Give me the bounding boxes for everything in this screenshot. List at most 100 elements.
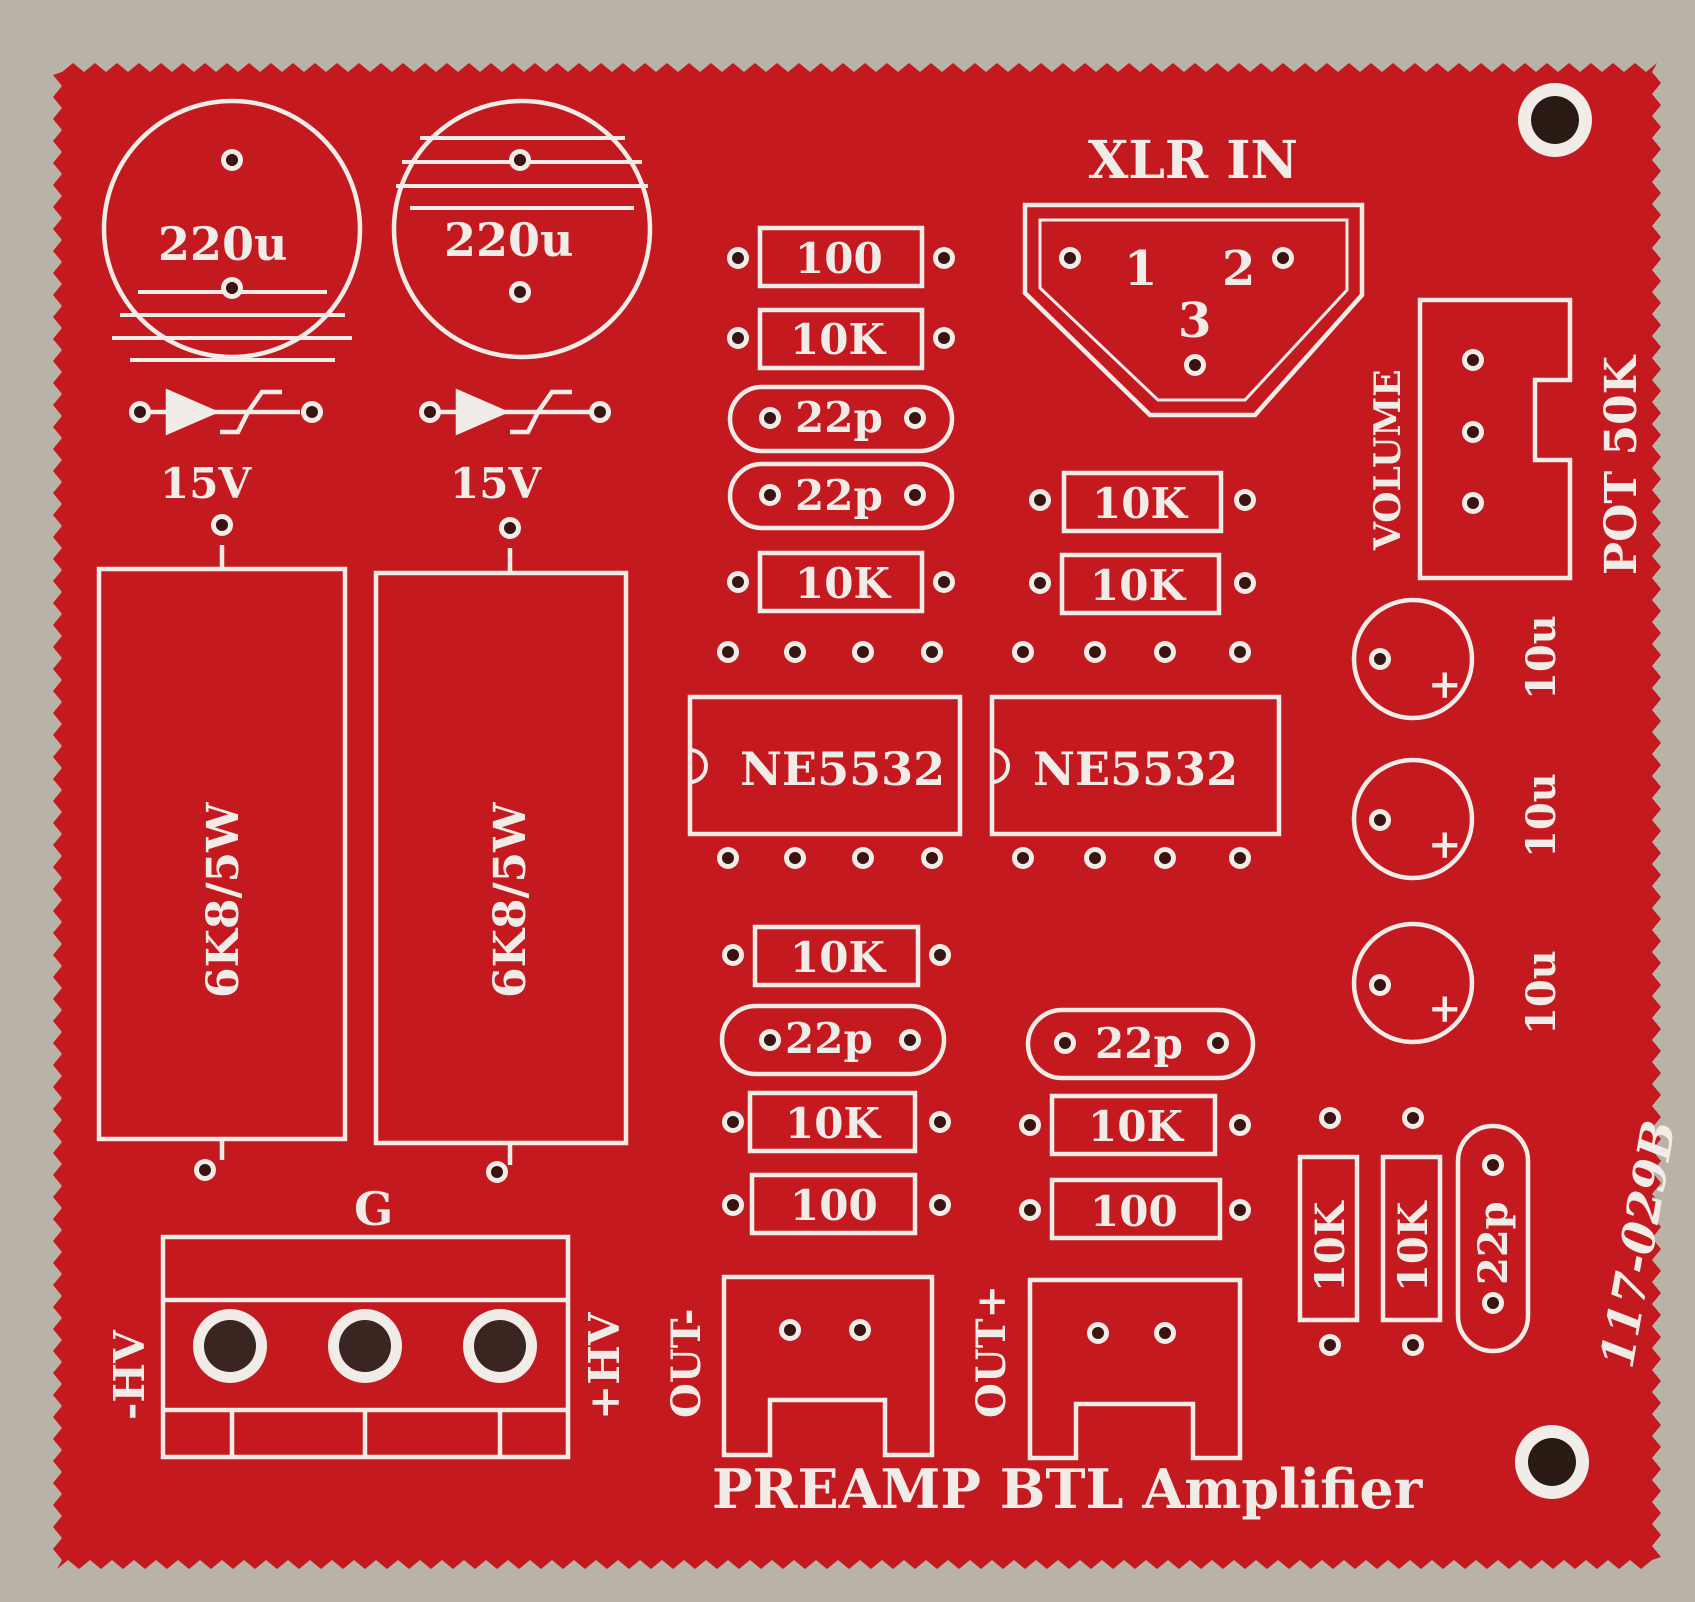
- res-10k-mid-right-2-label: 10K: [1090, 561, 1186, 610]
- zener-right-label: 15V: [450, 459, 542, 508]
- drill-hole: [1487, 1297, 1499, 1309]
- res-10k-lower-left-1-label: 10K: [790, 933, 886, 982]
- drill-hole: [216, 519, 228, 531]
- ic-left-outline: [687, 694, 963, 837]
- cap-22p-lower-left-label: 22p: [785, 1014, 873, 1063]
- drill-hole: [909, 412, 921, 424]
- drill-hole: [727, 949, 739, 961]
- cap-22p-top-1-outline: [727, 384, 955, 454]
- plus-sign-3: +: [1428, 985, 1462, 1032]
- drill-hole: [764, 412, 776, 424]
- cap-10u-3-label: 10u: [1518, 950, 1565, 1035]
- drill-hole: [764, 489, 776, 501]
- drill-hole: [1034, 577, 1046, 589]
- ic-right-label: NE5532: [1033, 742, 1238, 796]
- out-minus-connector: [721, 1274, 935, 1458]
- out-plus-connector: [1027, 1277, 1243, 1461]
- drill-hole: [784, 1324, 796, 1336]
- ground-label: G: [354, 1182, 393, 1236]
- drill-hole: [1234, 1119, 1246, 1131]
- drill-hole: [1234, 1204, 1246, 1216]
- pcb-board: [53, 63, 1661, 1569]
- xlr-pin-3: 3: [1178, 293, 1211, 349]
- power-resistor-right-label: 6K8/5W: [485, 802, 536, 998]
- drill-hole: [926, 852, 938, 864]
- drill-hole: [1239, 494, 1251, 506]
- drill-hole: [1017, 852, 1029, 864]
- cap-22p-vert-outline: [1455, 1123, 1531, 1354]
- xlr-pin-2: 2: [1222, 241, 1255, 297]
- drill-hole: [1212, 1037, 1224, 1049]
- drill-hole: [1159, 1327, 1171, 1339]
- drill-hole: [727, 1116, 739, 1128]
- cap-22p-top-2-outline: [727, 461, 955, 531]
- drill-hole: [1024, 1204, 1036, 1216]
- power-resistor-left-label: 6K8/5W: [198, 802, 249, 998]
- drill-hole: [926, 646, 938, 658]
- ic-right-outline: [989, 694, 1282, 837]
- cap-220u-left-label: 220u: [158, 217, 287, 271]
- res-10k-top-1-label: 10K: [790, 315, 886, 364]
- zener-left-label: 15V: [160, 459, 252, 508]
- xlr-footprint: [1022, 202, 1365, 418]
- res-100-lower-right-outline: [1049, 1177, 1223, 1241]
- cap-10u-1-outline: [1351, 597, 1475, 721]
- drill-hole: [1089, 852, 1101, 864]
- cap-22p-lower-left-outline: [719, 1003, 947, 1077]
- drill-hole: [1024, 1119, 1036, 1131]
- drill-hole: [226, 154, 238, 166]
- res-100-lower-left-outline: [749, 1172, 918, 1236]
- pot-footprint: [1417, 297, 1573, 581]
- zener-left-symbol: [130, 388, 300, 436]
- silkscreen: [96, 98, 1573, 1461]
- res-10k-top-1-outline: [757, 307, 925, 371]
- power-resistor-right-outline: [373, 570, 629, 1146]
- drill-hole: [732, 576, 744, 588]
- res-100-top-outline: [757, 225, 925, 289]
- pot-label: POT 50K: [1596, 354, 1647, 575]
- cap-22p-top-1-label: 22p: [795, 393, 883, 442]
- res-10k-lower-left-2-outline: [747, 1090, 918, 1154]
- drill-hole: [1324, 1112, 1336, 1124]
- drill-hole: [1487, 1159, 1499, 1171]
- mounting-holes: [1515, 83, 1592, 1499]
- cap-220u-right-outline: [391, 98, 653, 360]
- res-10k-top-2-outline: [757, 550, 925, 614]
- drill-hole: [1467, 354, 1479, 366]
- drill-hole: [909, 489, 921, 501]
- drill-hole: [1374, 814, 1386, 826]
- cap-220u-right-label: 220u: [444, 213, 573, 267]
- drill-hole: [594, 406, 606, 418]
- drill-hole: [1089, 646, 1101, 658]
- drill-hole: [306, 406, 318, 418]
- drill-hole: [1467, 497, 1479, 509]
- drill-hole: [722, 646, 734, 658]
- cap-220u-left-outline: [101, 98, 363, 360]
- cap-22p-top-2-label: 22p: [795, 471, 883, 520]
- drill-hole: [1064, 252, 1076, 264]
- out-plus-label: OUT+: [968, 1285, 1015, 1418]
- cap-10u-2-outline: [1351, 757, 1475, 881]
- drill-hole: [1159, 646, 1171, 658]
- drill-hole: [1374, 979, 1386, 991]
- res-10k-lower-left-1-outline: [752, 924, 921, 988]
- ic-left-label: NE5532: [740, 742, 945, 796]
- res-10k-mid-right-1-label: 10K: [1092, 479, 1188, 528]
- drill-hole: [1407, 1112, 1419, 1124]
- res-10k-vert-1-label: 10K: [1307, 1200, 1354, 1292]
- res-10k-mid-right-1-outline: [1061, 470, 1224, 534]
- res-100-lower-left-label: 100: [790, 1181, 878, 1230]
- drill-hole: [904, 1034, 916, 1046]
- drill-hole: [1234, 852, 1246, 864]
- drill-hole: [491, 1166, 503, 1178]
- drill-hole: [789, 852, 801, 864]
- cap-22p-vert-label: 22p: [1470, 1201, 1517, 1285]
- res-10k-lower-left-2-label: 10K: [785, 1099, 881, 1148]
- terminal-screws: [193, 1309, 537, 1383]
- drill-hole: [1059, 1037, 1071, 1049]
- plus-sign-2: +: [1428, 821, 1462, 868]
- drill-hole: [764, 1034, 776, 1046]
- drill-hole: [514, 286, 526, 298]
- drill-hole: [1239, 577, 1251, 589]
